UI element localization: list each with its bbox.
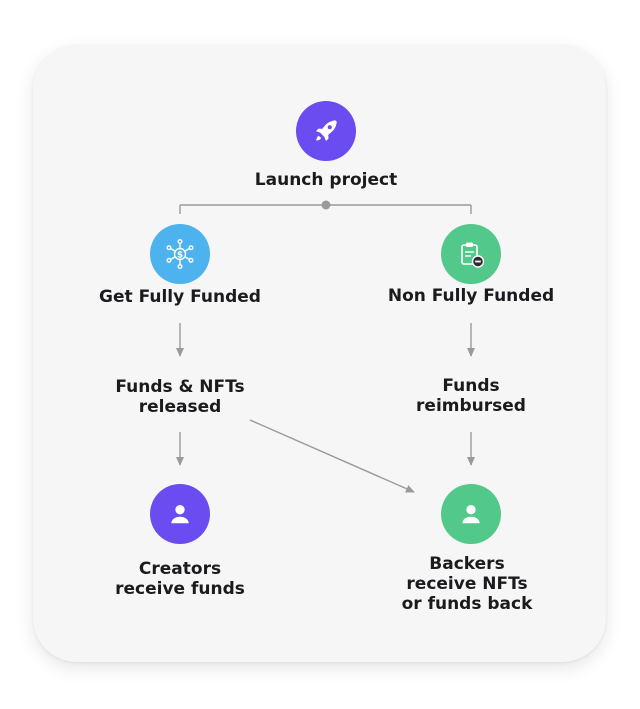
backers-receive-nfts-label: Backers receive NFTs or funds back xyxy=(401,554,533,614)
branch-junction-dot xyxy=(321,200,331,210)
fully-funded-node-icon: $ xyxy=(150,224,210,284)
launch-node-icon xyxy=(296,101,356,161)
backers-node-icon xyxy=(441,484,501,544)
funds-nfts-released-label: Funds & NFTs released xyxy=(115,377,245,417)
non-fully-funded-label: Non Fully Funded xyxy=(387,286,555,306)
arrow-released-to-backers xyxy=(249,419,415,493)
clipboard-minus-icon xyxy=(461,242,485,268)
creators-receive-funds-label: Creators receive funds xyxy=(115,559,245,599)
funding-network-icon: $ xyxy=(166,239,194,270)
rocket-icon xyxy=(316,120,337,141)
launch-project-label: Launch project xyxy=(254,170,398,190)
get-fully-funded-label: Get Fully Funded xyxy=(99,287,261,307)
user-icon xyxy=(171,505,189,524)
creators-node-icon xyxy=(150,484,210,544)
svg-text:$: $ xyxy=(177,251,183,261)
funds-reimbursed-label: Funds reimbursed xyxy=(416,376,526,416)
user-icon xyxy=(462,505,480,524)
non-fully-funded-node-icon xyxy=(441,224,501,284)
